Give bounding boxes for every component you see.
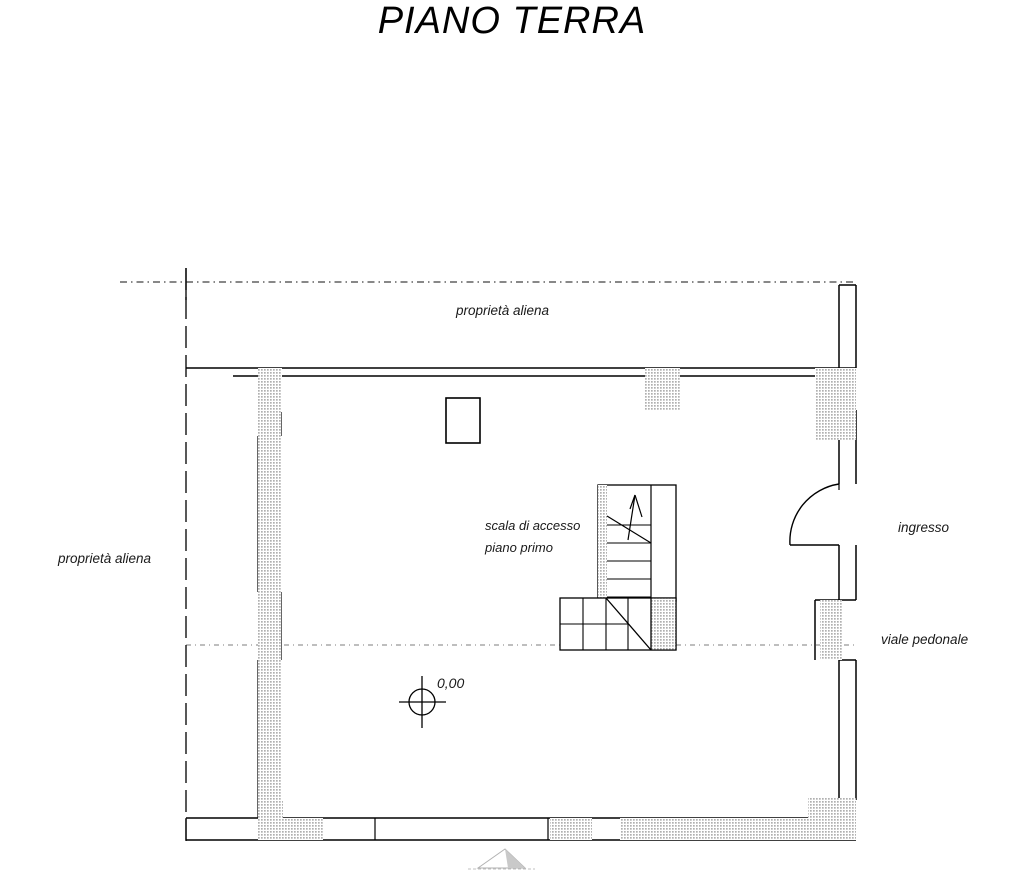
label-level-value: 0,00 xyxy=(437,675,465,691)
label-property-left: proprietà aliena xyxy=(58,551,152,566)
page-title: PIANO TERRA xyxy=(377,0,647,42)
property-boundary-lines xyxy=(120,268,856,845)
building-outer-walls xyxy=(185,284,857,841)
label-walkway: viale pedonale xyxy=(881,632,969,647)
section-arrow-icon xyxy=(468,848,535,870)
staircase xyxy=(559,484,677,651)
label-stair-line2: piano primo xyxy=(485,540,553,555)
bottom-right-grey-band xyxy=(620,798,856,840)
interior-column xyxy=(445,397,481,444)
entrance-door xyxy=(789,483,840,546)
label-property-top: proprietà aliena xyxy=(456,303,550,318)
level-marker-symbol xyxy=(399,676,446,728)
wall-piers-hatched xyxy=(258,368,856,840)
label-entrance: ingresso xyxy=(898,520,950,535)
wall-top xyxy=(186,367,856,377)
label-stair-line1: scala di accesso xyxy=(485,518,581,533)
wall-right xyxy=(790,284,857,800)
